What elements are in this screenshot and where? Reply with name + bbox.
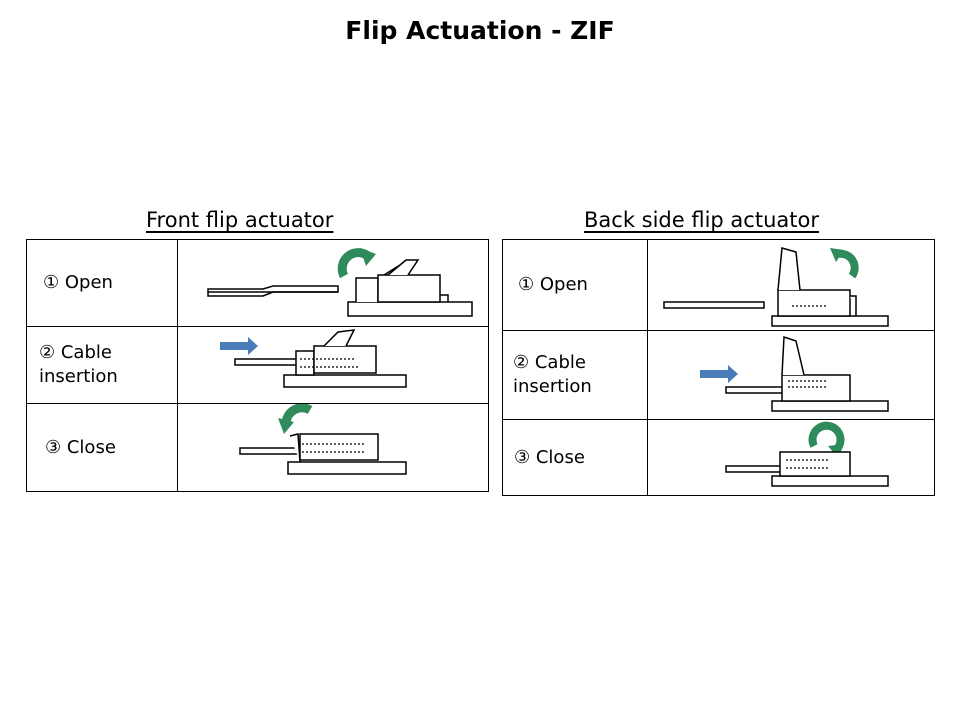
rotate-close-arrow-icon	[808, 421, 845, 458]
back-insert-illustration	[700, 335, 889, 412]
back-step-open-label-cell: ① Open	[502, 239, 648, 331]
front-step-insert-label: ② Cable insertion	[39, 342, 118, 387]
front-step-close-label: ③ Close	[45, 436, 116, 458]
rotate-open-arrow-icon	[337, 248, 376, 279]
actuator-lever-open	[383, 259, 420, 276]
contact-lines	[786, 459, 828, 469]
back-step-insert-label-cell: ② Cable insertion	[502, 330, 648, 420]
back-open-illustration	[663, 247, 889, 327]
contact-lines	[300, 358, 358, 368]
connector-body	[771, 374, 889, 412]
front-step-close-label-cell: ③ Close	[26, 403, 178, 492]
front-insert-illustration	[220, 329, 407, 388]
back-side-flip-heading: Back side flip actuator	[584, 208, 819, 232]
front-close-illustration	[239, 404, 407, 475]
rotate-open-arrow-icon	[830, 248, 859, 279]
front-step-open-label-cell: ① Open	[26, 239, 178, 327]
contact-lines	[788, 380, 828, 388]
back-insert-illustration-cell	[647, 330, 935, 420]
connector-body	[771, 451, 889, 487]
fpc-cable	[663, 301, 765, 309]
connector-body	[287, 433, 407, 475]
actuator-lever-back-open	[777, 247, 801, 291]
actuator-lever-open	[323, 329, 356, 347]
front-flip-heading: Front flip actuator	[146, 208, 334, 232]
back-step-close-label: ③ Close	[514, 446, 585, 468]
fpc-cable	[207, 285, 339, 297]
slide-title: Flip Actuation - ZIF	[345, 16, 615, 45]
connector-body	[347, 274, 473, 317]
back-close-illustration-cell	[647, 419, 935, 496]
front-step-open-label: ① Open	[43, 272, 113, 293]
actuator-lever-back-open	[781, 335, 805, 376]
connector-body	[771, 289, 889, 327]
front-step-insert-label-cell: ② Cable insertion	[26, 326, 178, 404]
blue-push-arrow-icon	[700, 365, 738, 383]
front-open-illustration	[207, 248, 473, 317]
front-flip-table: ① Open	[26, 239, 489, 492]
back-step-open-label: ① Open	[518, 274, 588, 295]
back-close-illustration	[725, 421, 889, 487]
back-open-illustration-cell	[647, 239, 935, 331]
rotate-close-arrow-icon	[278, 404, 313, 434]
connector-body	[283, 345, 407, 388]
blue-push-arrow-icon	[220, 337, 258, 355]
back-step-insert-label: ② Cable insertion	[513, 352, 592, 397]
front-insert-illustration-cell	[177, 326, 489, 404]
front-open-illustration-cell	[177, 239, 489, 327]
front-close-illustration-cell	[177, 403, 489, 492]
back-step-close-label-cell: ③ Close	[502, 419, 648, 496]
back-flip-table: ① Open	[502, 239, 935, 496]
